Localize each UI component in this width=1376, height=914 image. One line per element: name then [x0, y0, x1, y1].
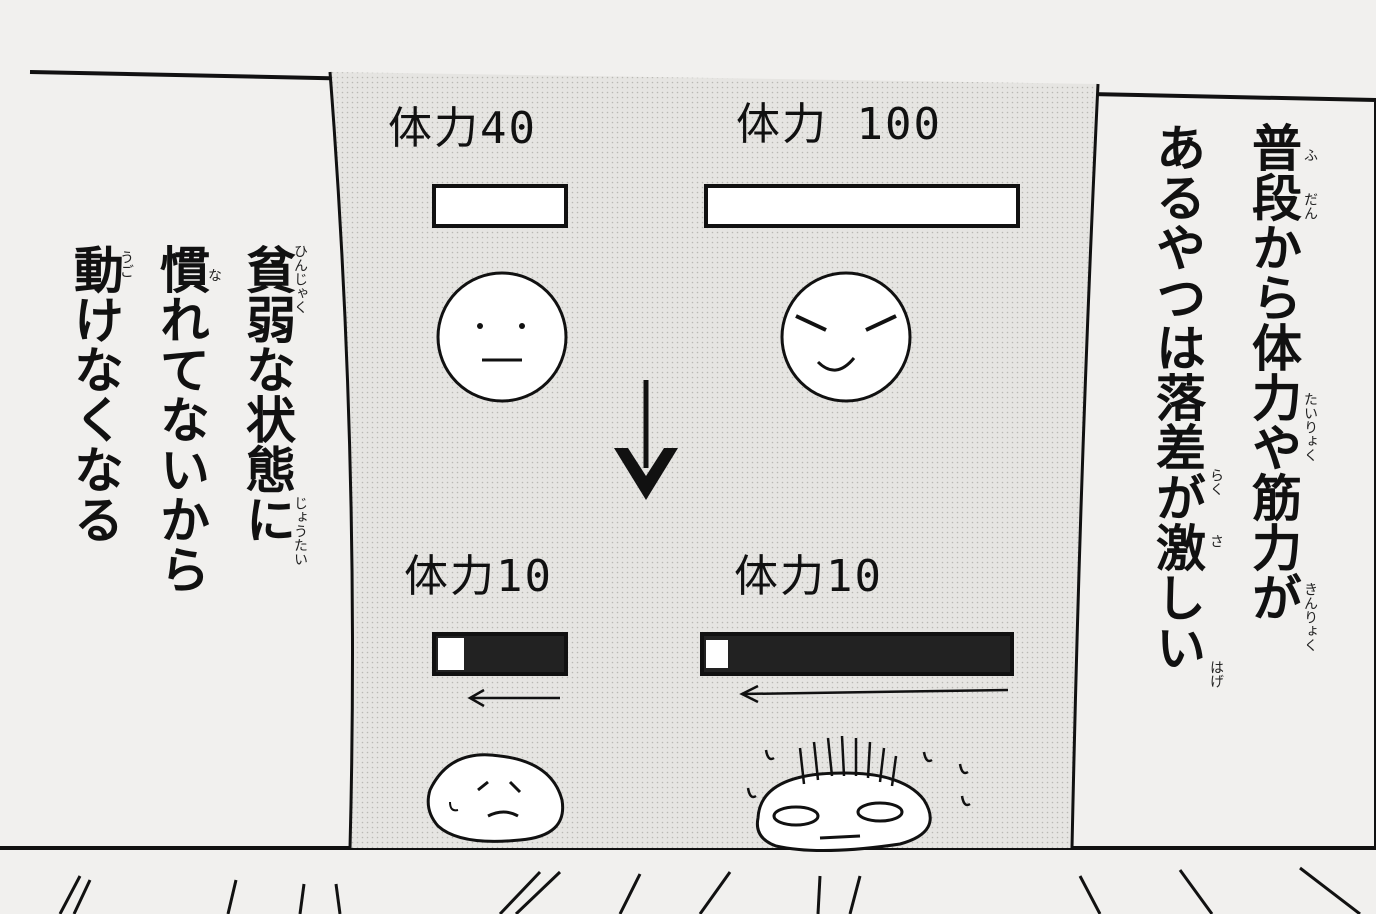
left-caption-line-2: 慣れてないから: [152, 244, 210, 594]
stamina-bar-10-large: [700, 632, 1014, 704]
stamina-bar-10-small: [432, 632, 568, 708]
face-tired: [426, 753, 565, 843]
face-collapsed: [746, 735, 971, 853]
ruby-dan: だん: [1302, 192, 1318, 220]
left-caption-line-1: 貧弱な状態に: [238, 244, 296, 544]
down-arrow: [614, 380, 678, 500]
ruby-kinryoku: きんりょく: [1302, 582, 1318, 652]
ruby-joutai: じょうたい: [292, 496, 308, 566]
stamina-label-10-right: 体力10: [734, 551, 883, 602]
stamina-label-40: 体力40: [388, 103, 537, 154]
ruby-raku: らく: [1208, 468, 1224, 496]
stamina-label-100: 体力 100: [736, 99, 942, 150]
right-caption-line-2: あるやつは落差が激しい: [1148, 122, 1206, 672]
ruby-ugo: うご: [118, 250, 134, 278]
right-curve-divider: [1070, 83, 1100, 849]
stamina-label-10-left: 体力10: [404, 551, 553, 602]
left-curve-divider: [328, 71, 354, 849]
ruby-fu: ふ: [1302, 148, 1318, 162]
ruby-sa: さ: [1208, 534, 1224, 548]
ruby-hinjaku: ひんじゃく: [292, 244, 308, 314]
speed-lines: [58, 866, 1361, 914]
face-confident: [780, 271, 912, 403]
stamina-bar-100-frame: [704, 184, 1020, 228]
right-caption-line-1: 普段から体力や筋力が: [1244, 122, 1302, 622]
stamina-bar-40-frame: [432, 184, 568, 228]
ruby-hage: はげ: [1208, 660, 1224, 688]
face-neutral: [436, 271, 568, 403]
ruby-na: な: [206, 268, 222, 282]
ruby-tairyoku: たいりょく: [1302, 392, 1318, 462]
left-caption-line-3: 動けなくなる: [66, 244, 124, 544]
